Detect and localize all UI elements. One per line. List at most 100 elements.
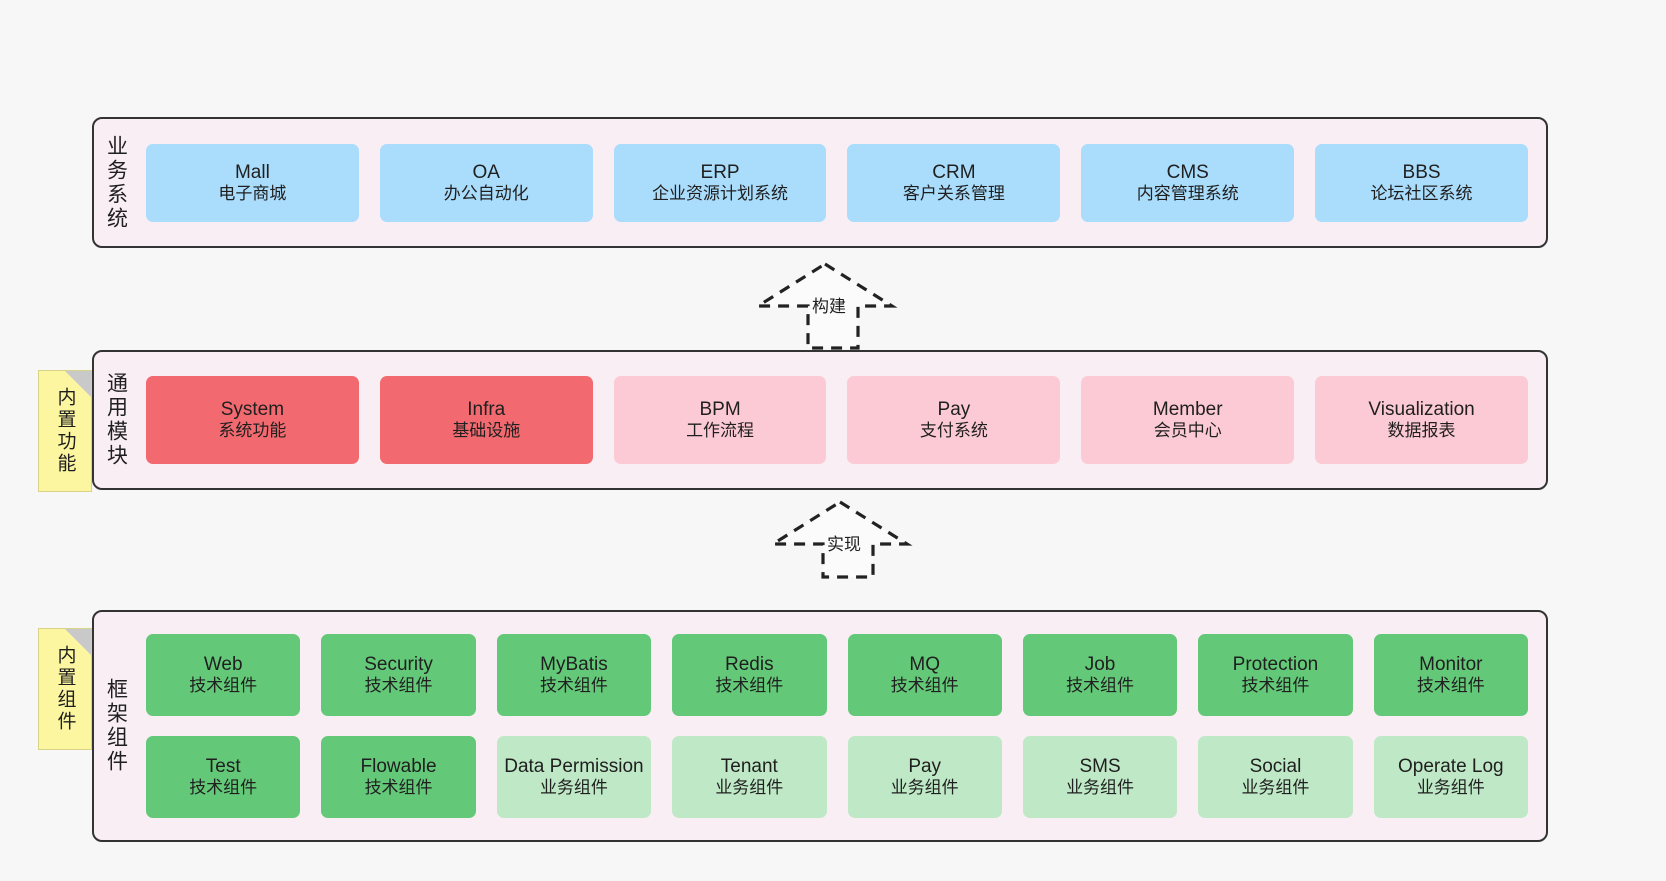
module-desc: 客户关系管理 bbox=[902, 183, 1005, 203]
module-box-member[interactable]: Member 会员中心 bbox=[1081, 376, 1295, 464]
module-name: Pay bbox=[937, 399, 971, 421]
module-box-system[interactable]: System 系统功能 bbox=[146, 376, 359, 464]
module-desc: 会员中心 bbox=[1153, 421, 1222, 441]
module-name: MQ bbox=[909, 654, 940, 676]
module-box-job[interactable]: Job 技术组件 bbox=[1022, 634, 1178, 716]
module-desc: 业务组件 bbox=[1066, 778, 1135, 798]
module-name: Tenant bbox=[720, 756, 778, 778]
box-row: Web 技术组件 Security 技术组件 MyBatis 技术组件 Redi… bbox=[146, 634, 1528, 716]
layer-common-module: 通用模块 System 系统功能 Infra 基础设施 BPM 工作流程 Pay… bbox=[92, 350, 1548, 490]
module-desc: 技术组件 bbox=[1066, 676, 1135, 696]
module-box-oa[interactable]: OA 办公自动化 bbox=[379, 143, 593, 222]
module-box-flowable[interactable]: Flowable 技术组件 bbox=[321, 736, 476, 818]
module-box-test[interactable]: Test 技术组件 bbox=[146, 736, 301, 818]
sticky-note-builtin-function: 内置功能 bbox=[38, 370, 92, 492]
module-box-social[interactable]: Social 业务组件 bbox=[1198, 736, 1353, 818]
module-box-tenant[interactable]: Tenant 业务组件 bbox=[672, 736, 827, 818]
note-fold-corner-icon bbox=[65, 629, 91, 655]
module-box-web[interactable]: Web 技术组件 bbox=[146, 634, 301, 716]
layer-title-common-module: 通用模块 bbox=[104, 372, 128, 468]
module-desc: 业务组件 bbox=[1416, 778, 1485, 798]
box-row: System 系统功能 Infra 基础设施 BPM 工作流程 Pay 支付系统… bbox=[146, 376, 1528, 464]
module-box-mybatis[interactable]: MyBatis 技术组件 bbox=[496, 634, 652, 716]
module-desc: 内容管理系统 bbox=[1136, 183, 1239, 203]
module-name: Test bbox=[205, 756, 241, 778]
module-name: Data Permission bbox=[504, 756, 644, 778]
module-name: Operate Log bbox=[1397, 756, 1504, 778]
module-desc: 业务组件 bbox=[890, 778, 959, 798]
module-desc: 技术组件 bbox=[715, 676, 784, 696]
module-name: Monitor bbox=[1419, 654, 1483, 676]
module-desc: 技术组件 bbox=[1416, 676, 1485, 696]
module-box-erp[interactable]: ERP 企业资源计划系统 bbox=[613, 143, 827, 222]
module-box-cms[interactable]: CMS 内容管理系统 bbox=[1081, 143, 1295, 222]
module-box-sms[interactable]: SMS 业务组件 bbox=[1022, 736, 1178, 818]
module-box-bbs[interactable]: BBS 论坛社区系统 bbox=[1315, 143, 1528, 222]
module-box-infra[interactable]: Infra 基础设施 bbox=[379, 376, 593, 464]
module-desc: 电子商城 bbox=[218, 183, 287, 203]
module-name: Infra bbox=[467, 399, 506, 421]
module-desc: 论坛社区系统 bbox=[1370, 183, 1473, 203]
module-desc: 技术组件 bbox=[189, 778, 258, 798]
module-name: Security bbox=[364, 654, 433, 676]
module-desc: 办公自动化 bbox=[443, 183, 529, 203]
connector-implement: 实现 bbox=[767, 500, 918, 580]
module-desc: 技术组件 bbox=[890, 676, 959, 696]
connector-implement-label: 实现 bbox=[827, 535, 861, 554]
sticky-note-label: 内置功能 bbox=[54, 387, 76, 475]
module-box-mall[interactable]: Mall 电子商城 bbox=[146, 143, 359, 222]
module-name: Web bbox=[203, 654, 243, 676]
layer-title-business-system: 业务系统 bbox=[104, 134, 128, 231]
connector-implement-shape bbox=[767, 500, 913, 579]
sticky-note-builtin-component: 内置组件 bbox=[38, 628, 92, 750]
module-box-crm[interactable]: CRM 客户关系管理 bbox=[847, 143, 1061, 222]
module-desc: 业务组件 bbox=[1241, 778, 1310, 798]
module-name: SMS bbox=[1079, 756, 1121, 778]
connector-build-label: 构建 bbox=[812, 297, 846, 316]
layer-business-system: 业务系统 Mall 电子商城 OA 办公自动化 ERP 企业资源计划系统 CRM… bbox=[92, 117, 1548, 248]
module-name: BBS bbox=[1402, 161, 1441, 183]
module-box-mq[interactable]: MQ 技术组件 bbox=[847, 634, 1002, 716]
module-name: OA bbox=[472, 161, 500, 183]
module-name: Redis bbox=[725, 654, 774, 676]
module-desc: 技术组件 bbox=[364, 778, 433, 798]
module-box-operate-log[interactable]: Operate Log 业务组件 bbox=[1373, 736, 1528, 818]
module-name: System bbox=[220, 399, 285, 421]
module-name: Member bbox=[1152, 399, 1223, 421]
module-name: CRM bbox=[932, 161, 976, 183]
module-name: Visualization bbox=[1368, 399, 1475, 421]
module-box-redis[interactable]: Redis 技术组件 bbox=[672, 634, 827, 716]
module-box-protection[interactable]: Protection 技术组件 bbox=[1198, 634, 1353, 716]
module-box-security[interactable]: Security 技术组件 bbox=[321, 634, 476, 716]
module-desc: 技术组件 bbox=[189, 676, 258, 696]
layer-framework-component: 框架组件 Web 技术组件 Security 技术组件 MyBatis 技术组件… bbox=[92, 610, 1548, 842]
module-name: Flowable bbox=[360, 756, 437, 778]
module-desc: 技术组件 bbox=[364, 676, 433, 696]
module-name: BPM bbox=[699, 399, 741, 421]
module-desc: 技术组件 bbox=[539, 676, 608, 696]
module-name: MyBatis bbox=[540, 654, 608, 676]
module-box-pay-business[interactable]: Pay 业务组件 bbox=[847, 736, 1002, 818]
module-desc: 技术组件 bbox=[1241, 676, 1310, 696]
box-row: Mall 电子商城 OA 办公自动化 ERP 企业资源计划系统 CRM 客户关系… bbox=[146, 143, 1528, 222]
module-name: Social bbox=[1249, 756, 1302, 778]
module-desc: 工作流程 bbox=[686, 421, 755, 441]
module-box-monitor[interactable]: Monitor 技术组件 bbox=[1373, 634, 1528, 716]
module-desc: 数据报表 bbox=[1387, 421, 1456, 441]
box-row: Test 技术组件 Flowable 技术组件 Data Permission … bbox=[146, 736, 1528, 818]
layer-title-framework-component: 框架组件 bbox=[104, 678, 128, 774]
module-box-bpm[interactable]: BPM 工作流程 bbox=[613, 376, 827, 464]
note-fold-corner-icon bbox=[65, 371, 91, 397]
module-box-pay[interactable]: Pay 支付系统 bbox=[847, 376, 1061, 464]
module-desc: 企业资源计划系统 bbox=[652, 183, 789, 203]
module-name: CMS bbox=[1166, 161, 1209, 183]
module-desc: 支付系统 bbox=[919, 421, 988, 441]
layer-body-framework-component: Web 技术组件 Security 技术组件 MyBatis 技术组件 Redi… bbox=[138, 612, 1546, 840]
layer-body-business-system: Mall 电子商城 OA 办公自动化 ERP 企业资源计划系统 CRM 客户关系… bbox=[138, 119, 1546, 246]
module-name: Mall bbox=[234, 161, 270, 183]
module-name: Protection bbox=[1232, 654, 1319, 676]
module-desc: 基础设施 bbox=[452, 421, 521, 441]
module-box-data-permission[interactable]: Data Permission 业务组件 bbox=[496, 736, 652, 818]
module-box-visualization[interactable]: Visualization 数据报表 bbox=[1315, 376, 1528, 464]
